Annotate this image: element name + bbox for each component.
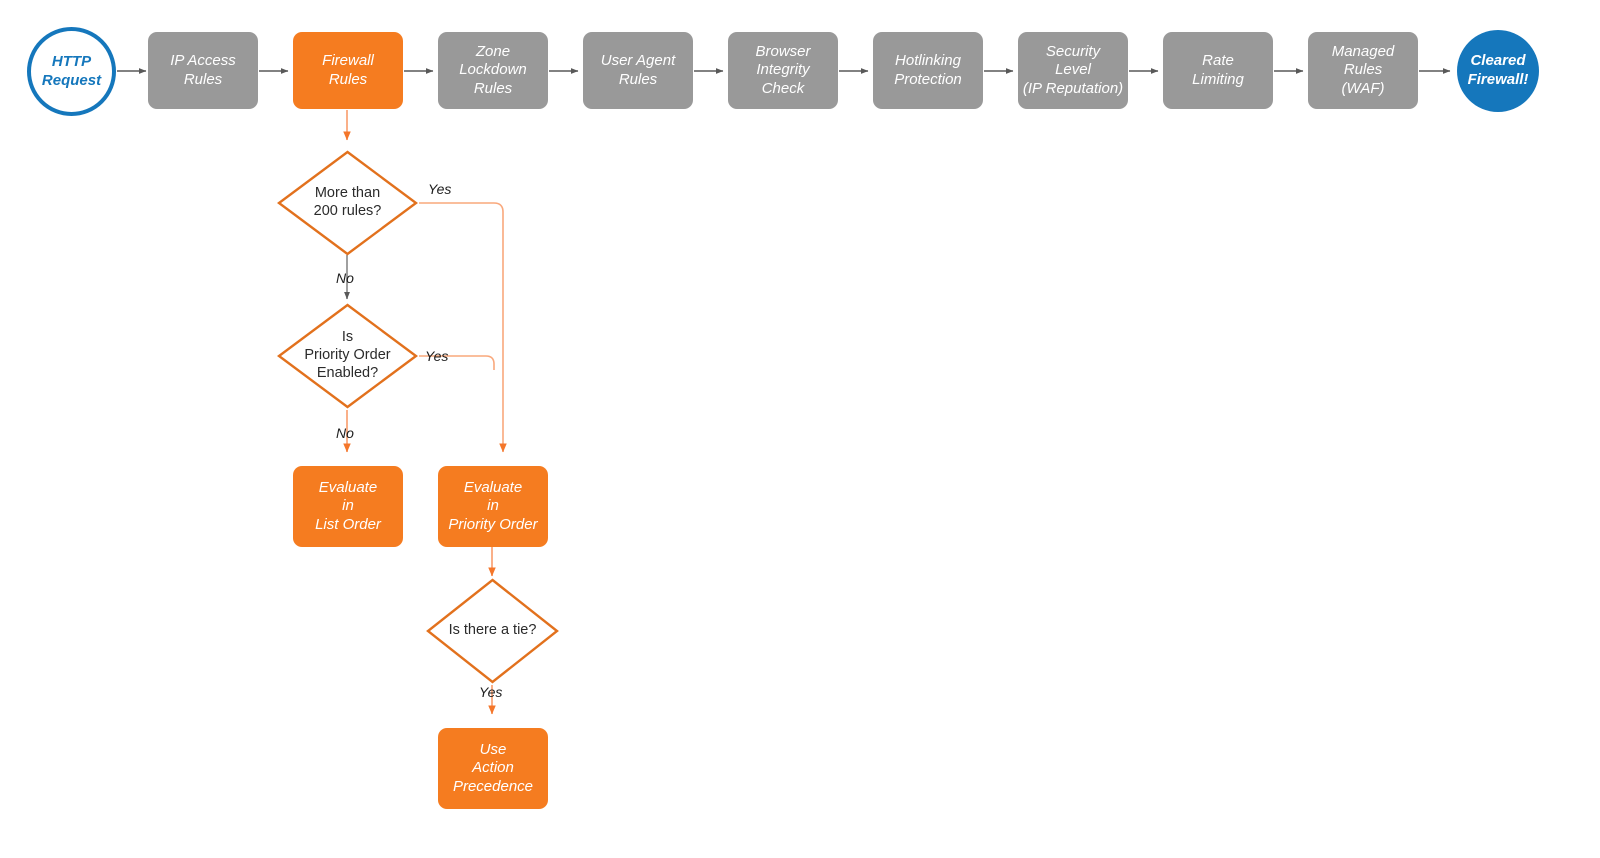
pipeline-step-zone-lockdown-rules[interactable]: Zone Lockdown Rules bbox=[438, 32, 548, 109]
pipeline-step-label: Rate Limiting bbox=[1192, 52, 1244, 88]
edge-label-d1-yes: Yes bbox=[428, 181, 452, 197]
pipeline-step-label: Security Level (IP Reputation) bbox=[1022, 43, 1124, 97]
action-label: Evaluate in List Order bbox=[315, 479, 381, 533]
end-node-label: Cleared Firewall! bbox=[1467, 52, 1529, 88]
decision-is-priority-order-enabled[interactable]: Is Priority Order Enabled? bbox=[277, 303, 418, 409]
pipeline-step-label: Hotlinking Protection bbox=[894, 52, 962, 88]
pipeline-step-firewall-rules[interactable]: Firewall Rules bbox=[293, 32, 403, 109]
edge-label-d2-no: No bbox=[336, 425, 354, 441]
decision-label: More than 200 rules? bbox=[313, 185, 382, 219]
pipeline-step-label: Managed Rules (WAF) bbox=[1331, 43, 1395, 97]
diamond-shape-icon bbox=[426, 578, 559, 684]
edge-label-d1-no: No bbox=[336, 270, 354, 286]
edge-d1-yes-to-priority bbox=[419, 202, 507, 453]
action-evaluate-in-priority-order[interactable]: Evaluate in Priority Order bbox=[438, 466, 548, 547]
pipeline-step-hotlinking-protection[interactable]: Hotlinking Protection bbox=[873, 32, 983, 109]
decision-label: Is there a tie? bbox=[448, 622, 537, 639]
pipeline-step-rate-limiting[interactable]: Rate Limiting bbox=[1163, 32, 1273, 109]
pipeline-step-user-agent-rules[interactable]: User Agent Rules bbox=[583, 32, 693, 109]
decision-more-than-200-rules[interactable]: More than 200 rules? bbox=[277, 150, 418, 256]
start-node-label: HTTP Request bbox=[41, 52, 102, 89]
pipeline-step-browser-integrity-check[interactable]: Browser Integrity Check bbox=[728, 32, 838, 109]
pipeline-step-label: User Agent Rules bbox=[600, 52, 676, 88]
action-evaluate-in-list-order[interactable]: Evaluate in List Order bbox=[293, 466, 403, 547]
pipeline-step-ip-access-rules[interactable]: IP Access Rules bbox=[148, 32, 258, 109]
pipeline-step-label: Browser Integrity Check bbox=[755, 43, 811, 97]
decision-is-there-a-tie[interactable]: Is there a tie? bbox=[426, 578, 559, 684]
start-node-http-request[interactable]: HTTP Request bbox=[27, 27, 116, 116]
pipeline-step-managed-rules-waf[interactable]: Managed Rules (WAF) bbox=[1308, 32, 1418, 109]
edge-label-d2-yes: Yes bbox=[425, 348, 449, 364]
pipeline-step-label: Zone Lockdown Rules bbox=[459, 43, 527, 97]
end-node-cleared-firewall[interactable]: Cleared Firewall! bbox=[1457, 30, 1539, 112]
decision-label: Is Priority Order Enabled? bbox=[304, 329, 391, 381]
action-label: Evaluate in Priority Order bbox=[448, 479, 538, 533]
pipeline-step-label: IP Access Rules bbox=[170, 52, 236, 88]
pipeline-step-security-level[interactable]: Security Level (IP Reputation) bbox=[1018, 32, 1128, 109]
edge-label-d3-yes: Yes bbox=[479, 684, 503, 700]
pipeline-step-label: Firewall Rules bbox=[322, 52, 374, 88]
diamond-shape-icon bbox=[277, 150, 418, 256]
action-use-action-precedence[interactable]: Use Action Precedence bbox=[438, 728, 548, 809]
diamond-shape-icon bbox=[277, 303, 418, 409]
action-label: Use Action Precedence bbox=[452, 741, 534, 795]
